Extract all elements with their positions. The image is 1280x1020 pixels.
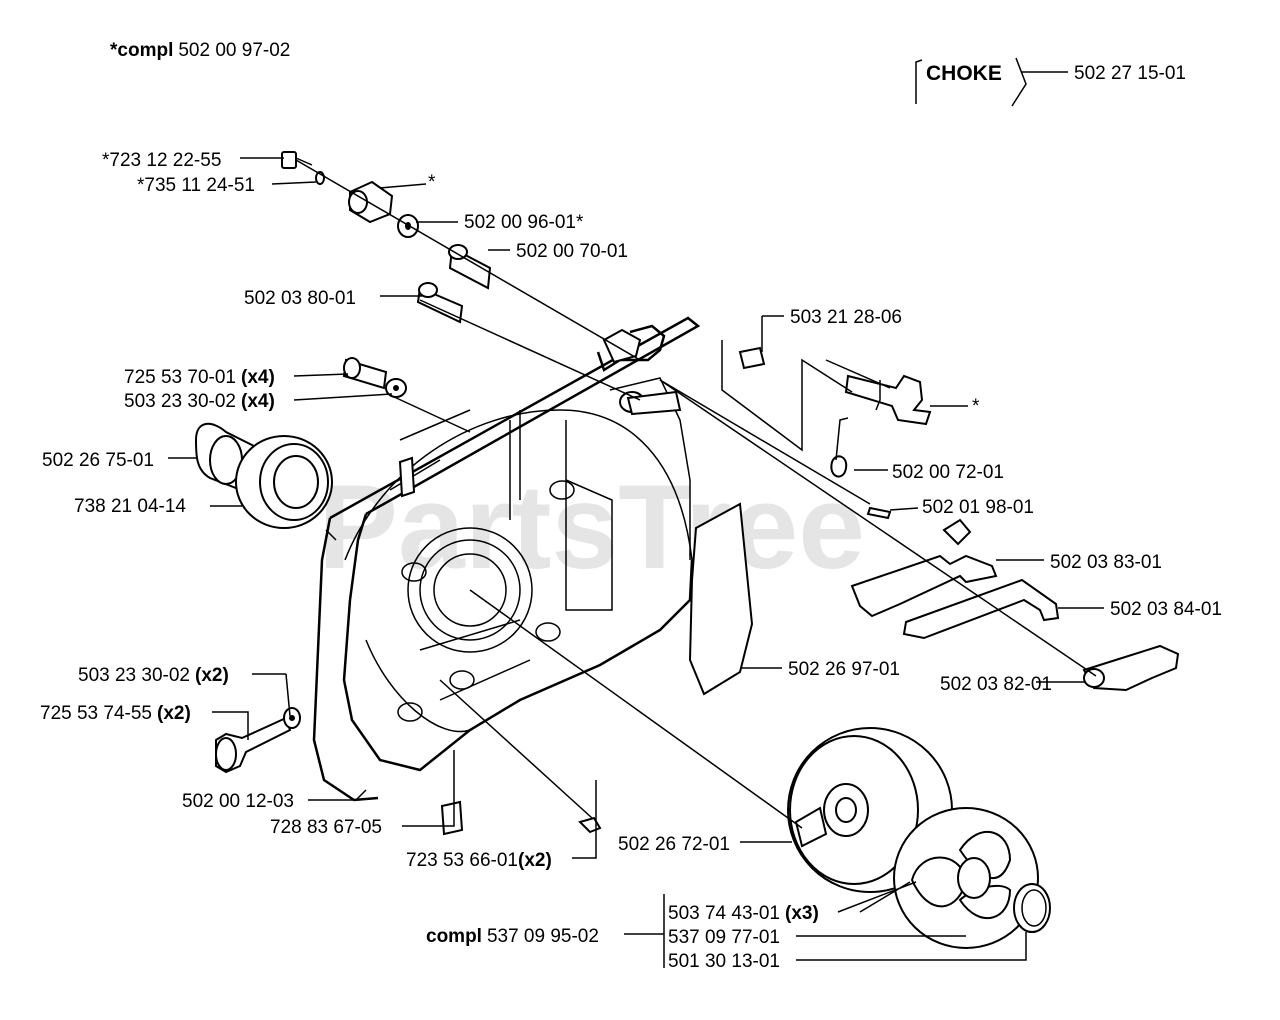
label-502-00-96-01: 502 00 96-01* <box>464 212 584 233</box>
compl-prefix: *compl <box>110 40 173 61</box>
label-738-21-04-14: 738 21 04-14 <box>74 496 186 517</box>
label-502-03-80-01: 502 03 80-01 <box>244 288 356 309</box>
choke-parts <box>738 346 1180 692</box>
gasket-shape <box>688 502 754 696</box>
label-537-09-77-01: 537 09 77-01 <box>668 927 780 948</box>
label-502-00-70-01: 502 00 70-01 <box>516 241 628 262</box>
label-502-00-12-03: 502 00 12-03 <box>182 791 294 812</box>
label-502-03-84-01: 502 03 84-01 <box>1110 599 1222 620</box>
quantity: (x2) <box>195 665 229 686</box>
label-503-21-28-06: 503 21 28-06 <box>790 307 902 328</box>
leader-lines <box>168 157 1104 968</box>
part-number: 723 53 66-01 <box>406 850 518 871</box>
quantity: (x3) <box>785 903 819 924</box>
part-number: 503 23 30-02 <box>124 391 236 412</box>
label-735-11-24-51: *735 11 24-51 <box>137 175 255 196</box>
part-number: 503 23 30-02 <box>78 665 190 686</box>
quantity: (x2) <box>157 703 191 724</box>
label-723-53-66-01: 723 53 66-01(x2) <box>406 850 552 871</box>
compl-number: 502 00 97-02 <box>178 40 290 61</box>
quantity: (x4) <box>241 367 275 388</box>
label-725-53-74-55: 725 53 74-55(x2) <box>40 703 191 724</box>
label-725-53-70-01: 725 53 70-01(x4) <box>124 367 275 388</box>
label-502-01-98-01: 502 01 98-01 <box>922 497 1034 518</box>
part-number: 725 53 70-01 <box>124 367 236 388</box>
label-503-23-30-02-a: 503 23 30-02(x4) <box>124 391 275 412</box>
choke-callout: CHOKE 502 27 15-01 <box>915 57 1186 107</box>
label-502-26-75-01: 502 26 75-01 <box>42 450 154 471</box>
clutch-assembly <box>893 807 1051 949</box>
clutch-cover-outline <box>312 316 701 802</box>
part-number: 725 53 74-55 <box>40 703 152 724</box>
label-star-1: * <box>428 172 436 193</box>
choke-part-number: 502 27 15-01 <box>1074 63 1186 84</box>
label-502-03-83-01: 502 03 83-01 <box>1050 552 1162 573</box>
bearing-parts <box>194 357 416 529</box>
compl-prefix: compl <box>426 926 482 947</box>
choke-label: CHOKE <box>926 62 1002 85</box>
label-503-23-30-02-b: 503 23 30-02(x2) <box>78 665 229 686</box>
label-501-30-13-01: 501 30 13-01 <box>668 951 780 972</box>
label-502-03-82-01: 502 03 82-01 <box>940 674 1052 695</box>
label-star-2: * <box>972 396 980 417</box>
label-503-74-43-01: 503 74 43-01(x3) <box>668 903 819 924</box>
quantity: (x2) <box>518 850 552 871</box>
label-502-26-97-01: 502 26 97-01 <box>788 659 900 680</box>
lower-screws <box>215 707 602 836</box>
label-502-00-72-01: 502 00 72-01 <box>892 462 1004 483</box>
part-number: 503 74 43-01 <box>668 903 780 924</box>
label-723-12-22-55: *723 12 22-55 <box>102 150 221 171</box>
compl-number: 537 09 95-02 <box>487 926 599 947</box>
quantity: (x4) <box>241 391 275 412</box>
label-728-83-67-05: 728 83 67-05 <box>270 817 382 838</box>
label-502-26-72-01: 502 26 72-01 <box>618 834 730 855</box>
